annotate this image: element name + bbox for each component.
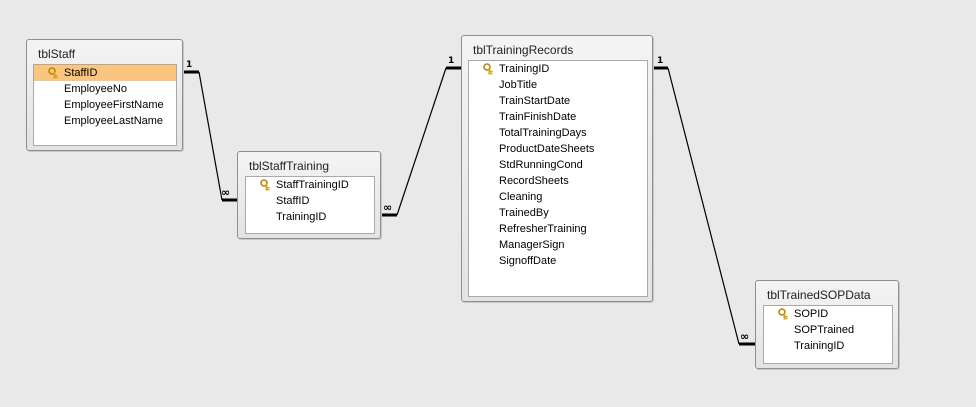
cardinality-many-label: ∞ [740, 330, 750, 343]
field-name: SOPTrained [794, 324, 855, 336]
field-row-cleaning[interactable]: Cleaning [469, 189, 647, 205]
field-row-recordsheets[interactable]: RecordSheets [469, 173, 647, 189]
relationship-trainingrecords-trainedsop[interactable] [653, 66, 755, 346]
field-name: StaffTrainingID [276, 179, 349, 191]
table-title[interactable]: tblTrainingRecords [473, 43, 574, 57]
field-name: TotalTrainingDays [499, 127, 587, 139]
field-name: SOPID [794, 308, 829, 320]
cardinality-one-label: 1 [186, 60, 193, 70]
field-row-jobtitle[interactable]: JobTitle [469, 77, 647, 93]
field-name: EmployeeNo [64, 83, 127, 95]
cardinality-many-label: ∞ [221, 186, 231, 199]
field-name: TrainingID [276, 211, 327, 223]
table-window-tbltrainedsopdata[interactable]: tblTrainedSOPData SOPID SOPTrained Train… [755, 280, 899, 369]
relationship-trainingrecords-stafftraining[interactable] [381, 66, 461, 217]
field-row-sopid[interactable]: SOPID [764, 306, 892, 322]
field-row-trainstartdate[interactable]: TrainStartDate [469, 93, 647, 109]
field-name: TrainingID [499, 63, 550, 75]
field-row-managersign[interactable]: ManagerSign [469, 237, 647, 253]
field-name: TrainedBy [499, 207, 549, 219]
table-window-tblstaff[interactable]: tblStaff StaffID EmployeeNo EmployeeFirs… [26, 39, 183, 151]
field-row-staffid[interactable]: StaffID [34, 65, 176, 81]
field-list[interactable]: SOPID SOPTrained TrainingID [763, 305, 893, 364]
field-row-productdatesheets[interactable]: ProductDateSheets [469, 141, 647, 157]
field-row-trainedby[interactable]: TrainedBy [469, 205, 647, 221]
field-name: StaffID [64, 67, 98, 79]
cardinality-one-label: 1 [448, 56, 455, 66]
cardinality-one-label: 1 [657, 56, 664, 66]
table-window-tblstafftraining[interactable]: tblStaffTraining StaffTrainingID StaffID… [237, 151, 381, 239]
field-name: ProductDateSheets [499, 143, 595, 155]
field-name: RecordSheets [499, 175, 569, 187]
field-name: EmployeeLastName [64, 115, 164, 127]
field-name: RefresherTraining [499, 223, 587, 235]
relationship-staff-stafftraining[interactable] [183, 70, 237, 202]
field-name: StdRunningCond [499, 159, 583, 171]
field-row-signoffdate[interactable]: SignoffDate [469, 253, 647, 269]
field-list[interactable]: TrainingID JobTitle TrainStartDate Train… [468, 60, 648, 297]
field-row-trainfinishdate[interactable]: TrainFinishDate [469, 109, 647, 125]
field-name: StaffID [276, 195, 310, 207]
field-row-refreshertraining[interactable]: RefresherTraining [469, 221, 647, 237]
field-row-employeefirstname[interactable]: EmployeeFirstName [34, 97, 176, 113]
field-row-totaltrainingdays[interactable]: TotalTrainingDays [469, 125, 647, 141]
cardinality-many-label: ∞ [383, 201, 393, 214]
field-name: TrainFinishDate [499, 111, 577, 123]
field-list[interactable]: StaffID EmployeeNo EmployeeFirstName Emp… [33, 64, 177, 146]
table-title[interactable]: tblStaff [38, 47, 76, 61]
primary-key-icon [260, 179, 270, 191]
primary-key-icon [483, 63, 493, 75]
field-row-stafftrainingid[interactable]: StaffTrainingID [246, 177, 374, 193]
field-row-employeelastname[interactable]: EmployeeLastName [34, 113, 176, 129]
field-row-staffid[interactable]: StaffID [246, 193, 374, 209]
field-row-employeeno[interactable]: EmployeeNo [34, 81, 176, 97]
table-title[interactable]: tblStaffTraining [249, 159, 330, 173]
field-row-soptrained[interactable]: SOPTrained [764, 322, 892, 338]
field-row-trainingid[interactable]: TrainingID [469, 61, 647, 77]
table-window-tbltrainingrecords[interactable]: tblTrainingRecords TrainingID JobTitle T… [461, 35, 653, 302]
field-name: JobTitle [499, 79, 538, 91]
field-list[interactable]: StaffTrainingID StaffID TrainingID [245, 176, 375, 234]
field-name: SignoffDate [499, 255, 557, 267]
field-row-trainingid[interactable]: TrainingID [764, 338, 892, 354]
table-title[interactable]: tblTrainedSOPData [767, 288, 871, 302]
primary-key-icon [48, 67, 58, 79]
primary-key-icon [778, 308, 788, 320]
field-name: TrainingID [794, 340, 845, 352]
field-row-trainingid[interactable]: TrainingID [246, 209, 374, 225]
field-name: Cleaning [499, 191, 543, 203]
field-row-stdrunningcond[interactable]: StdRunningCond [469, 157, 647, 173]
field-name: EmployeeFirstName [64, 99, 164, 111]
field-name: ManagerSign [499, 239, 565, 251]
field-name: TrainStartDate [499, 95, 571, 107]
